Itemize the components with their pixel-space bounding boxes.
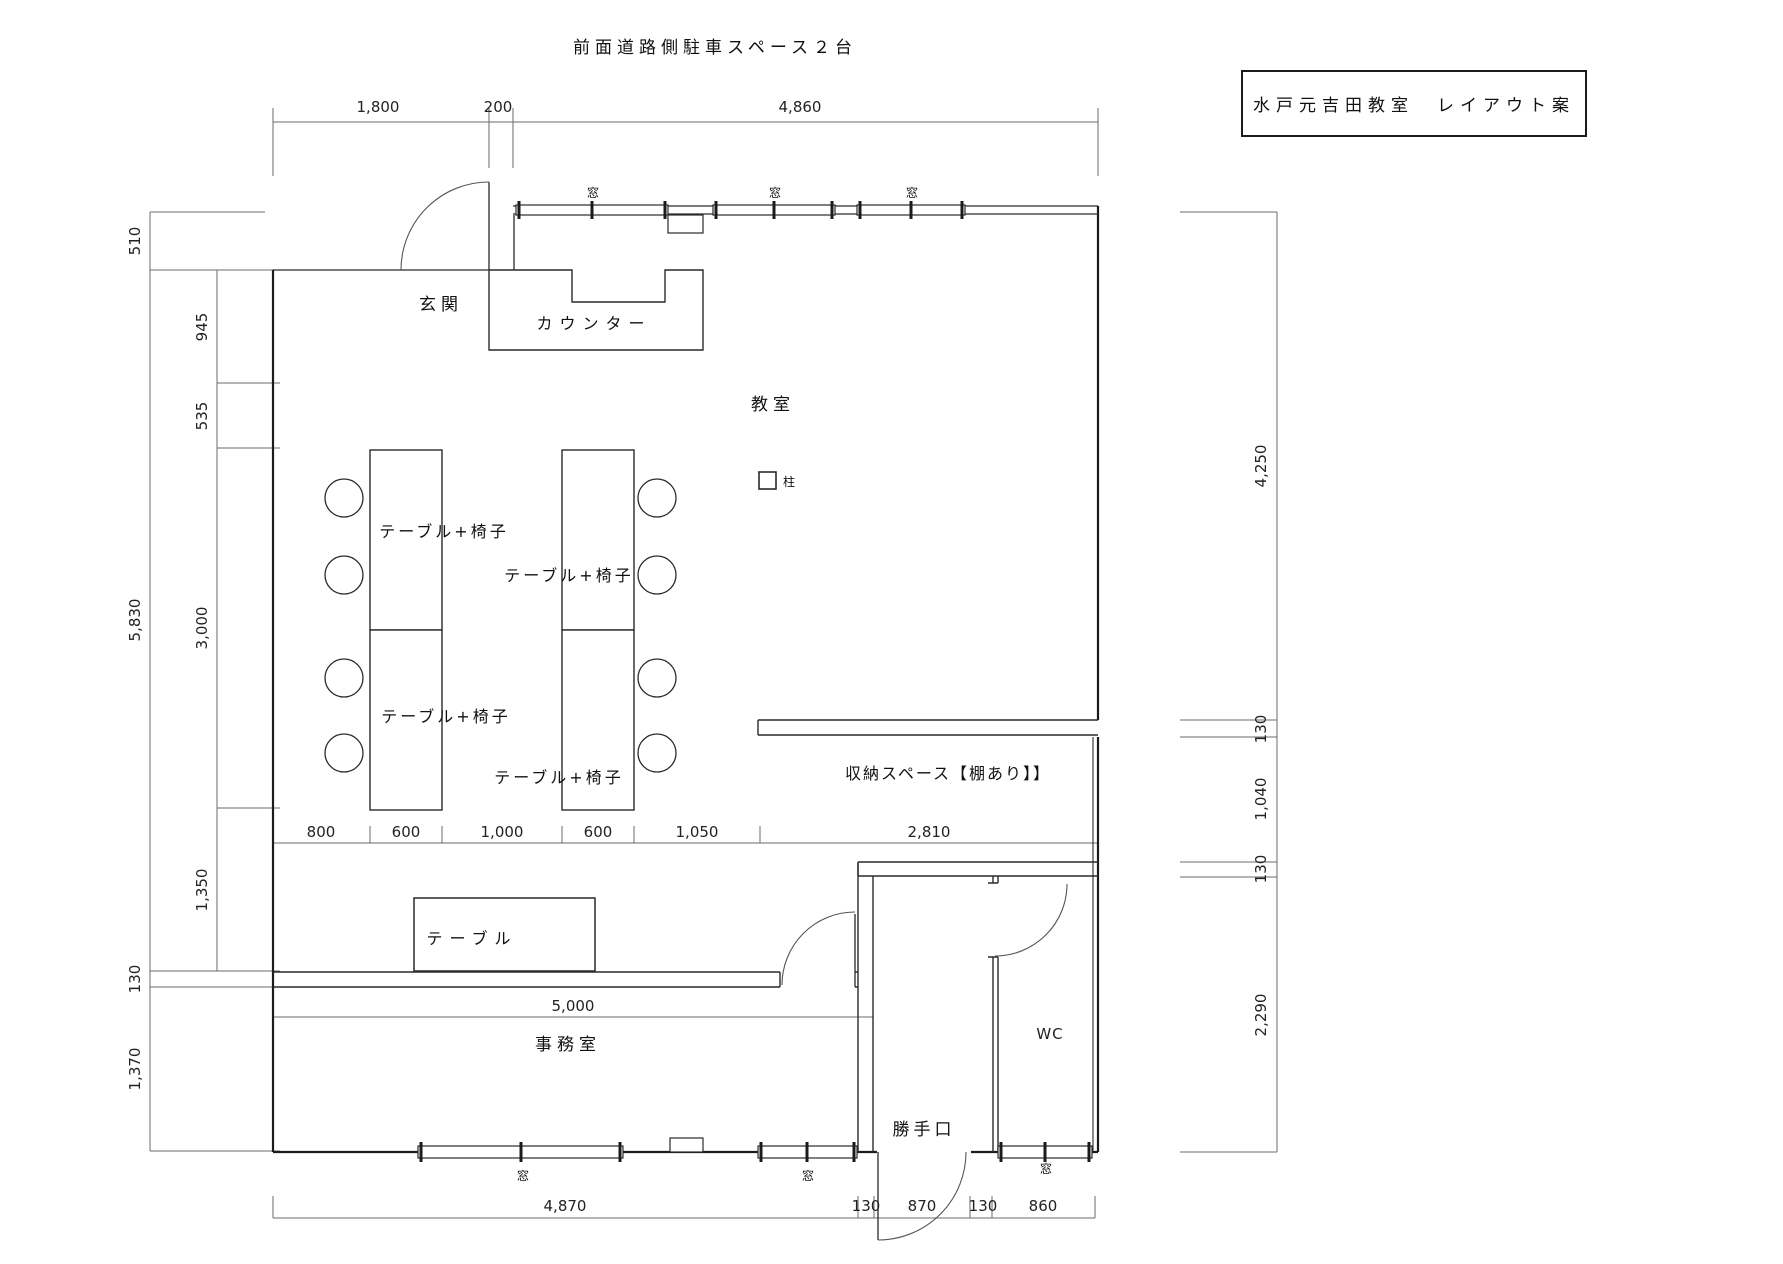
dimension-lines: [149, 108, 1278, 1219]
dim-bottom-4870: 4,870: [544, 1197, 587, 1215]
dim-left-510: 510: [126, 227, 144, 256]
dim-bottom-130b: 130: [969, 1197, 998, 1215]
label-window-bottom-2: 窓: [802, 1168, 814, 1183]
dim-row-600b: 600: [584, 823, 613, 841]
entrance-door: [400, 181, 490, 271]
label-back-door: 勝手口: [893, 1120, 956, 1140]
dim-left-3000: 3,000: [193, 607, 211, 650]
dim-left-535: 535: [193, 402, 211, 431]
dim-right-2290: 2,290: [1252, 994, 1270, 1037]
chair: [324, 478, 364, 518]
shutter-box: [669, 1137, 704, 1153]
office-door: [781, 911, 856, 987]
dim-top-2: 200: [484, 98, 513, 116]
table-2: [369, 629, 443, 811]
label-window-top-3: 窓: [906, 185, 918, 200]
table-1: [369, 449, 443, 631]
dim-row-800: 800: [307, 823, 336, 841]
chair: [637, 733, 677, 773]
shutter-box: [667, 214, 704, 234]
interior-walls: [273, 737, 1098, 1152]
label-table-chairs-1: テーブル+椅子: [379, 522, 508, 541]
chairs: [324, 478, 677, 773]
label-wc: WC: [1036, 1025, 1063, 1043]
dim-left-5830: 5,830: [126, 599, 144, 642]
label-table-chairs-3: テーブル+椅子: [381, 707, 510, 726]
dim-right-130a: 130: [1252, 715, 1270, 744]
label-pillar: 柱: [783, 474, 795, 489]
chair: [637, 478, 677, 518]
dim-office-5000: 5,000: [552, 997, 595, 1015]
dim-bottom-130a: 130: [852, 1197, 881, 1215]
dim-right-4250: 4,250: [1252, 445, 1270, 488]
office-table-outline: [413, 897, 596, 972]
chair: [324, 555, 364, 595]
label-window-wc: 窓: [1040, 1161, 1052, 1176]
label-office: 事務室: [535, 1035, 601, 1055]
back-door: [877, 1151, 967, 1241]
wc-door: [994, 883, 1068, 957]
label-window-top-2: 窓: [769, 185, 781, 200]
drawing-title: 水戸元吉田教室 レイアウト案: [1253, 96, 1575, 116]
back-door-opening: [877, 1145, 971, 1159]
dim-right-1040: 1,040: [1252, 778, 1270, 821]
dim-row-1000: 1,000: [481, 823, 524, 841]
top-windows: [515, 201, 966, 234]
chair: [637, 555, 677, 595]
dim-row-2810: 2,810: [908, 823, 951, 841]
dim-top-3: 4,860: [779, 98, 822, 116]
storage-wall: [757, 719, 1098, 736]
dim-right-130b: 130: [1252, 855, 1270, 884]
table-4: [561, 629, 635, 811]
pillar-square: [758, 471, 777, 490]
dim-bottom-870: 870: [908, 1197, 937, 1215]
label-genkan: 玄関: [419, 295, 463, 315]
counter-outline: [488, 269, 704, 351]
dim-left-945: 945: [193, 313, 211, 342]
dim-left-1370: 1,370: [126, 1048, 144, 1091]
label-office-table: テーブル: [426, 929, 517, 948]
chair: [324, 658, 364, 698]
chair: [637, 658, 677, 698]
label-table-chairs-4: テーブル+椅子: [494, 768, 623, 787]
parking-note: 前面道路側駐車スペース２台: [573, 38, 857, 58]
dim-left-130: 130: [126, 965, 144, 994]
dim-top-1: 1,800: [357, 98, 400, 116]
label-window-top-1: 窓: [587, 185, 599, 200]
label-table-chairs-2: テーブル+椅子: [504, 566, 633, 585]
table-3: [561, 449, 635, 631]
dim-row-1050: 1,050: [676, 823, 719, 841]
chair: [324, 733, 364, 773]
dim-row-600a: 600: [392, 823, 421, 841]
label-counter: カウンター: [536, 314, 651, 333]
label-classroom: 教室: [751, 395, 795, 415]
dim-left-1350: 1,350: [193, 869, 211, 912]
label-window-bottom-1: 窓: [517, 1168, 529, 1183]
label-storage: 収納スペース【棚あり】】: [845, 764, 1051, 783]
bottom-windows: [417, 1137, 1093, 1162]
title-box: [1241, 70, 1587, 137]
classroom-tables: [369, 449, 635, 811]
dim-bottom-860: 860: [1029, 1197, 1058, 1215]
